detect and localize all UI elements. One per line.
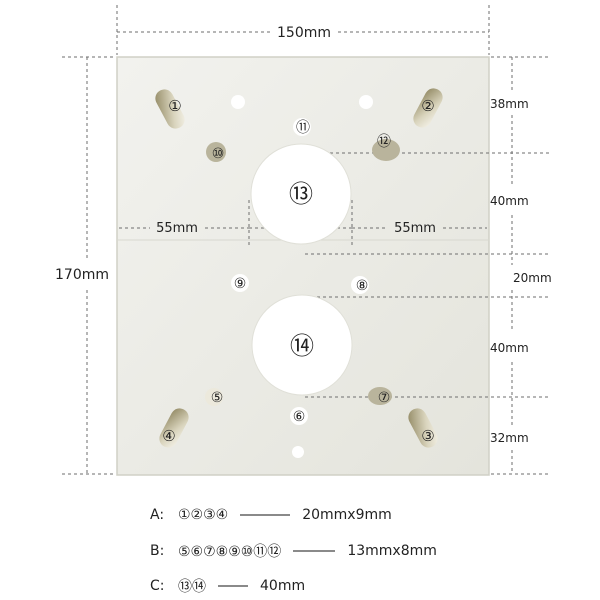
slot-2 <box>413 88 443 128</box>
screw-hole-top-right <box>359 95 373 109</box>
hole-5-label: ⑤ <box>211 390 224 406</box>
seg3-label: 20mm <box>513 271 552 285</box>
hole-12-label: ⑫ <box>377 134 391 150</box>
gap-right-label: 55mm <box>394 221 436 236</box>
hole-10-label: ⑩ <box>212 146 225 162</box>
hole-6 <box>290 407 308 425</box>
hole-14-label: ⑭ <box>290 332 314 360</box>
hole-10 <box>206 142 226 162</box>
hole-1-label: ① <box>168 97 181 115</box>
screw-hole-bottom <box>292 446 304 458</box>
hole-13 <box>250 143 352 245</box>
legend-nums-b: ⑤⑥⑦⑧⑨⑩⑪⑫ <box>178 544 282 560</box>
legend-spec-c: 40mm <box>260 578 306 594</box>
legend-rule-c <box>218 585 248 587</box>
legend-nums-c: ⑬⑭ <box>178 579 206 595</box>
legend-rule-b <box>293 550 336 552</box>
hole-5 <box>205 388 223 406</box>
hole-7-label: ⑦ <box>378 390 391 406</box>
legend-key-c: C: <box>150 578 165 594</box>
legend-row-c: C: ⑬⑭ 40mm <box>150 576 305 596</box>
hole-11 <box>293 118 311 136</box>
width-dimension <box>116 5 490 55</box>
hole-9 <box>231 274 249 292</box>
legend-spec-a: 20mmx9mm <box>302 507 392 523</box>
screw-hole-top-left <box>231 95 245 109</box>
legend-key-a: A: <box>150 507 165 523</box>
gap-left-label: 55mm <box>156 221 198 236</box>
seg4-label: 40mm <box>490 341 529 355</box>
hole-2-label: ② <box>421 97 434 115</box>
seg2-label: 40mm <box>490 194 529 208</box>
height-dimension <box>62 56 116 475</box>
hole-4-label: ④ <box>162 427 175 445</box>
hole-7 <box>368 387 392 405</box>
legend-rule-a <box>240 514 291 516</box>
seg1-label: 38mm <box>490 97 529 111</box>
horizontal-spacing <box>119 200 487 248</box>
hole-11-label: ⑪ <box>296 120 310 136</box>
hole-8 <box>351 276 369 294</box>
legend-row-a: A: ①②③④ 20mmx9mm <box>150 507 392 523</box>
width-label: 150mm <box>277 25 331 41</box>
legend-row-b: B: ⑤⑥⑦⑧⑨⑩⑪⑫ 13mmx8mm <box>150 541 437 561</box>
legend-spec-b: 13mmx8mm <box>347 543 437 559</box>
hole-6-label: ⑥ <box>293 409 306 425</box>
seg5-label: 32mm <box>490 431 529 445</box>
legend-nums-a: ①②③④ <box>178 507 229 523</box>
hole-8-label: ⑧ <box>356 278 369 294</box>
right-dimension <box>300 56 550 475</box>
hole-13-label: ⑬ <box>289 180 313 208</box>
hole-12 <box>372 139 400 161</box>
hole-14 <box>251 294 353 396</box>
slot-4 <box>159 408 189 448</box>
height-label: 170mm <box>55 267 109 283</box>
legend-key-b: B: <box>150 543 165 559</box>
slot-1 <box>155 89 185 129</box>
hole-3-label: ③ <box>421 427 434 445</box>
slot-3 <box>408 408 438 448</box>
hole-9-label: ⑨ <box>234 276 247 292</box>
